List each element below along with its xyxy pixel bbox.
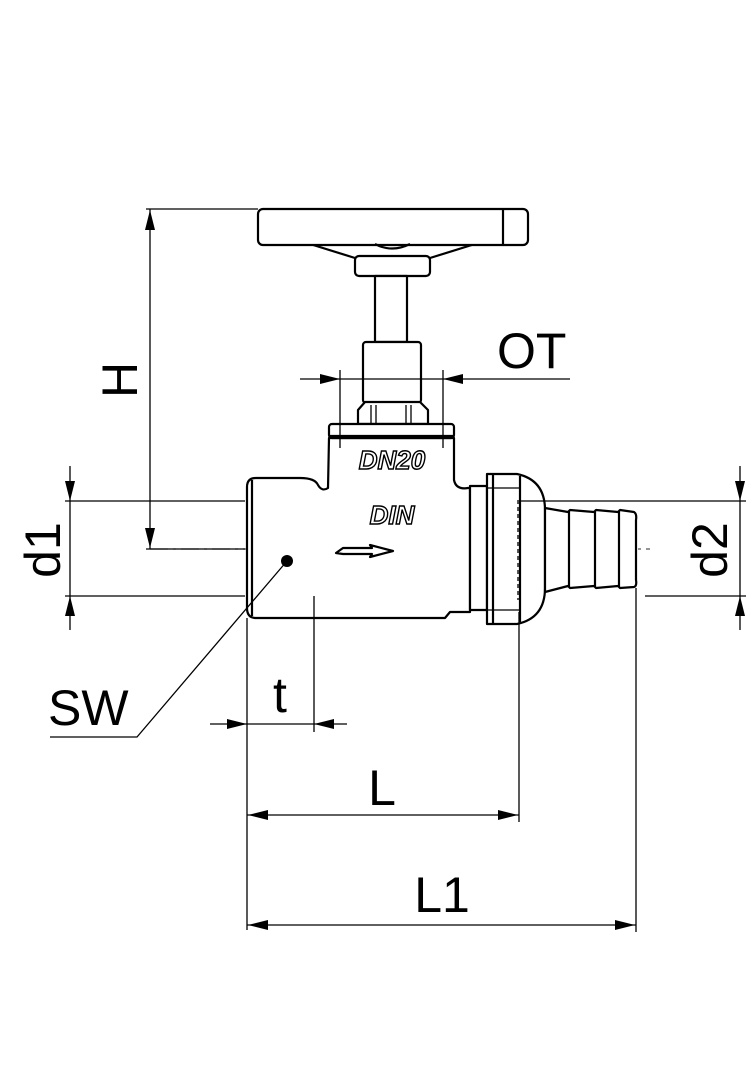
- label-l: L: [368, 760, 396, 816]
- dimension-h: H: [92, 208, 258, 550]
- label-sw: SW: [48, 680, 129, 736]
- dimension-l1: L1: [247, 588, 637, 932]
- label-ot: OT: [497, 323, 566, 379]
- bonnet-flange: [327, 422, 456, 440]
- label-l1: L1: [414, 867, 470, 923]
- dimension-t: t: [210, 618, 347, 930]
- dimension-d2: d2: [520, 466, 746, 630]
- union-nut: [468, 472, 547, 626]
- label-h: H: [92, 362, 148, 398]
- handwheel: [256, 207, 530, 278]
- flow-direction-arrow-icon: [334, 543, 395, 559]
- dimension-sw: SW: [48, 555, 293, 738]
- dimension-d1: d1: [15, 466, 245, 630]
- dimension-ot: OT: [300, 323, 570, 448]
- bonnet: [361, 340, 423, 405]
- dimension-l: L: [247, 612, 520, 822]
- marking-standard: DIN: [370, 500, 416, 530]
- marking-size: DN20: [359, 445, 426, 475]
- label-t: t: [273, 667, 287, 723]
- valve-stem: [373, 274, 409, 344]
- valve-body: [245, 436, 472, 620]
- hose-tail: [543, 506, 638, 594]
- label-d1: d1: [15, 522, 71, 578]
- label-d2: d2: [682, 522, 738, 578]
- hex-nut: [356, 400, 430, 426]
